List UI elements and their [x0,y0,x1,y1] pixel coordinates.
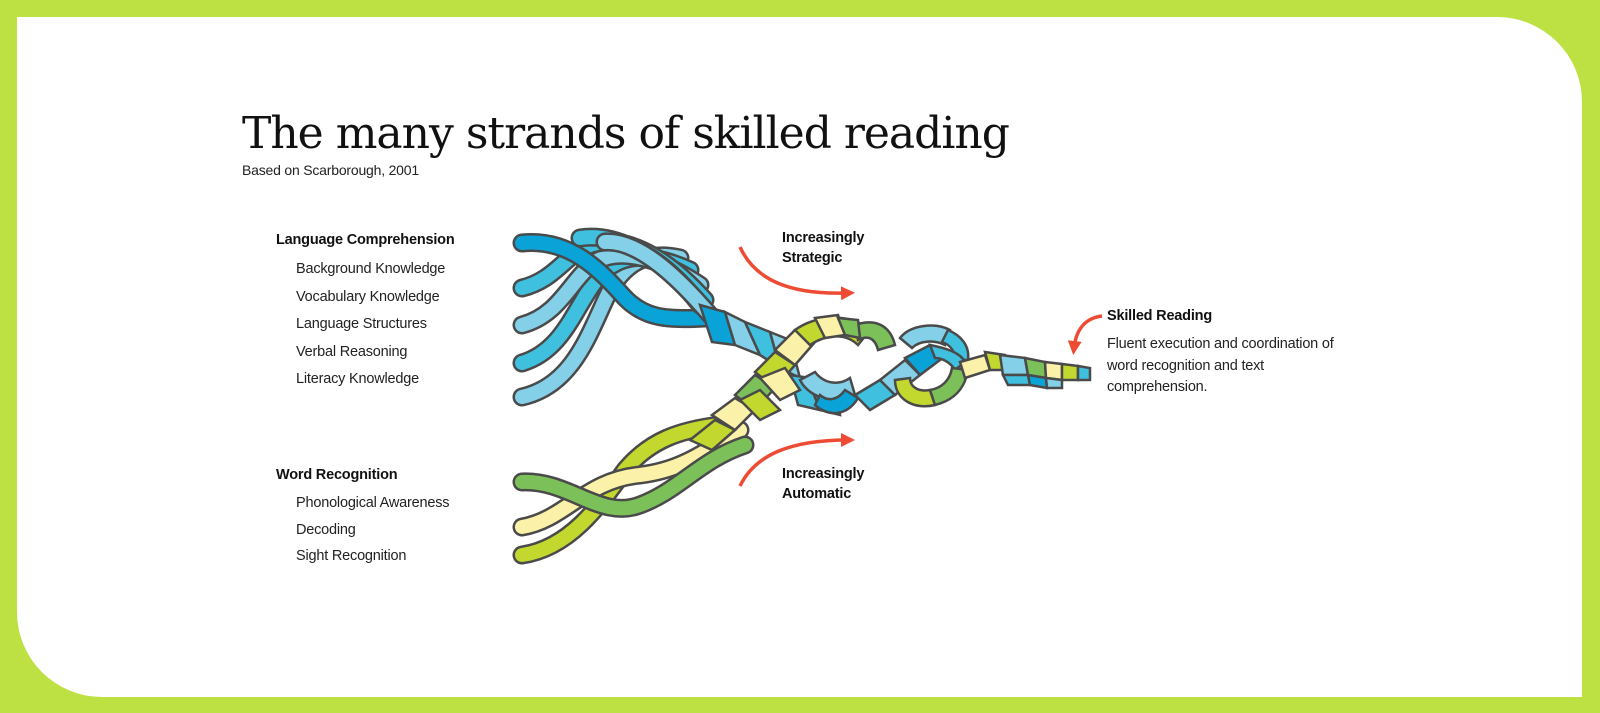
strategic-arrow-icon [738,246,855,301]
language-comprehension-strands [512,227,720,407]
language-comprehension-heading: Language Comprehension [276,232,455,248]
skilled-reading-rope [998,353,1092,390]
strategic-line-2: Strategic [782,250,843,266]
merged-rope-loop-1 [793,313,897,415]
skilled-reading-description: Fluent execution and coordination of wor… [1107,336,1334,395]
skilled-reading-heading: Skilled Reading [1107,308,1212,324]
word-recognition-heading: Word Recognition [276,467,398,483]
strand-decoding: Decoding [296,521,356,538]
strand-language-structures: Language Structures [296,316,427,332]
page-title: The many strands of skilled reading [242,108,1010,159]
strand-background-knowledge: Background Knowledge [296,261,446,277]
automatic-annotation: Increasingly Automatic [782,464,864,504]
strand-vocabulary-knowledge: Vocabulary Knowledge [296,288,440,305]
source-citation: Based on Scarborough, 2001 [242,162,419,178]
automatic-arrow-icon [738,433,855,487]
strategic-line-1: Increasingly [782,230,865,246]
green-braided-rope [687,328,817,452]
strand-literacy-knowledge: Literacy Knowledge [296,371,419,387]
automatic-line-2: Automatic [782,486,852,502]
word-recognition-strands [512,415,755,565]
word-recognition-list: Phonological Awareness Decoding Sight Re… [296,494,450,574]
strand-sight-recognition: Sight Recognition [296,548,407,564]
merged-rope-loop-2 [852,324,970,412]
skilled-reading-arrow-icon [1067,314,1103,355]
strand-verbal-reasoning: Verbal Reasoning [296,343,408,360]
automatic-line-1: Increasingly [782,466,865,482]
language-comprehension-list: Background Knowledge Vocabulary Knowledg… [296,260,445,398]
strand-phonological-awareness: Phonological Awareness [296,495,450,511]
strategic-annotation: Increasingly Strategic [782,228,864,268]
